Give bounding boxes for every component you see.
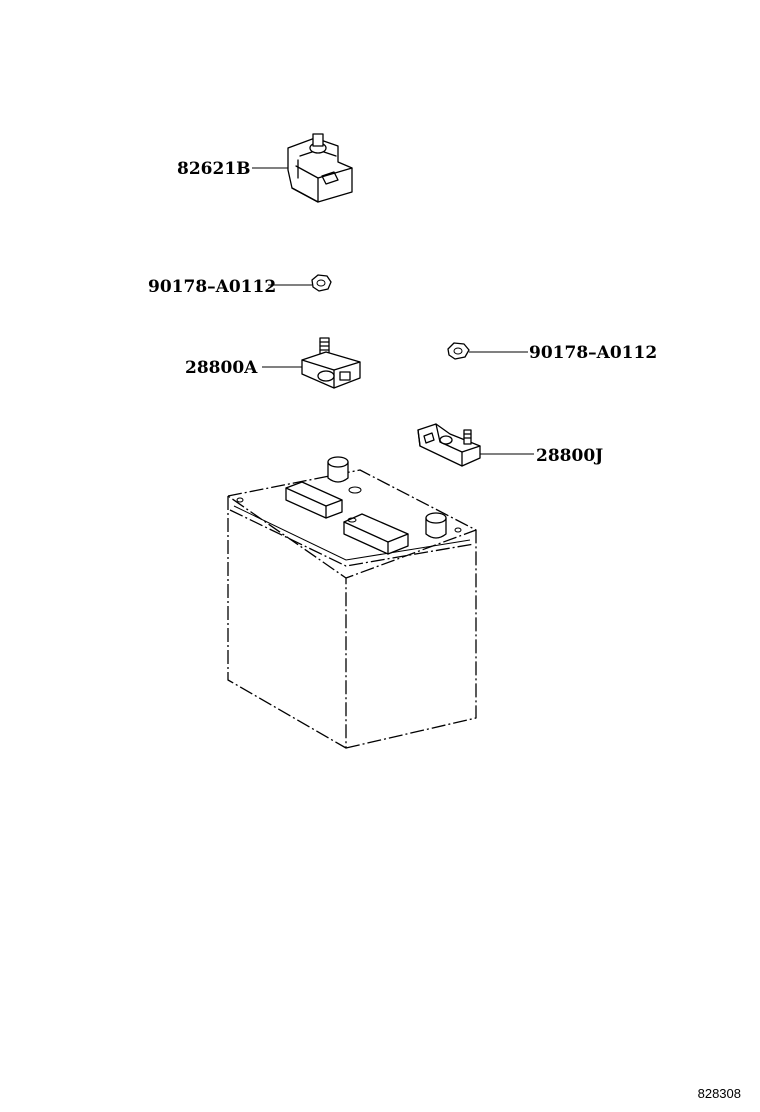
clamp-28800A[interactable] [301, 337, 361, 389]
terminal-cover-82621B[interactable] [287, 133, 353, 203]
part-label-90178-A0112-left[interactable]: 90178–A0112 [148, 277, 276, 297]
part-label-28800A[interactable]: 28800A [185, 358, 258, 378]
part-label-82621B[interactable]: 82621B [177, 159, 251, 179]
nut-left-90178-A0112[interactable] [311, 274, 332, 292]
diagram-code: 828308 [698, 1086, 741, 1101]
clamp-28800J[interactable] [417, 423, 481, 467]
battery [227, 456, 477, 749]
part-label-28800J[interactable]: 28800J [536, 446, 603, 466]
nut-right-90178-A0112[interactable] [447, 342, 470, 360]
part-label-90178-A0112-right[interactable]: 90178–A0112 [529, 343, 657, 363]
